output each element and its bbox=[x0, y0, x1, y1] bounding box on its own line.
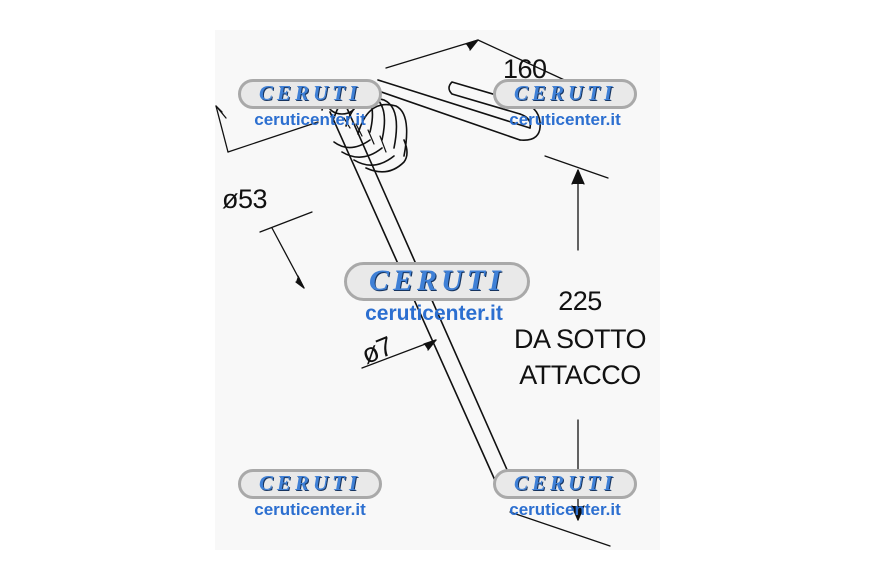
watermark-site: ceruticenter.it bbox=[509, 500, 621, 519]
watermark-logo: CERUTI bbox=[493, 469, 638, 499]
watermark-logo: CERUTI bbox=[238, 469, 383, 499]
watermark-bottom-left: CERUTI ceruticenter.it bbox=[238, 469, 383, 519]
watermark-bottom-right: CERUTI ceruticenter.it bbox=[493, 469, 638, 519]
watermark-site: ceruticenter.it bbox=[254, 110, 366, 129]
watermark-top-right: CERUTI ceruticenter.it bbox=[493, 79, 638, 129]
dimension-225-lines bbox=[509, 169, 611, 547]
watermark-center: CERUTI ceruticenter.it bbox=[344, 262, 530, 325]
watermark-top-left: CERUTI ceruticenter.it bbox=[238, 79, 383, 129]
dimension-length-note-line2: ATTACCO bbox=[519, 360, 641, 390]
dimension-width-label: 160 bbox=[503, 54, 547, 84]
watermark-logo: CERUTI bbox=[238, 79, 383, 109]
watermark-site: ceruticenter.it bbox=[509, 110, 621, 129]
watermark-site: ceruticenter.it bbox=[254, 500, 366, 519]
dimension-length-note-line1: DA SOTTO bbox=[513, 324, 647, 354]
dimension-length-label: 225 bbox=[558, 286, 602, 316]
watermark-logo: CERUTI bbox=[493, 79, 638, 109]
watermark-logo: CERUTI bbox=[344, 262, 530, 301]
dimension-7-lines bbox=[361, 339, 437, 369]
dimension-53-lines bbox=[215, 105, 319, 289]
dimension-coil-diameter-label: ø53 bbox=[222, 184, 268, 214]
watermark-site: ceruticenter.it bbox=[365, 302, 503, 325]
